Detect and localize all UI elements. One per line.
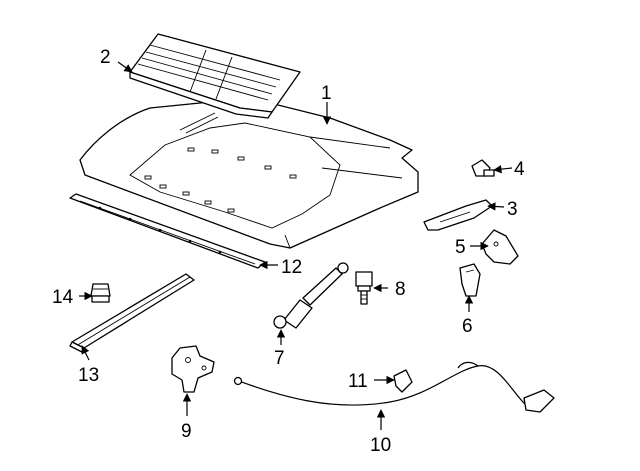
callout-9: 9	[181, 421, 192, 442]
bracket	[423, 199, 493, 231]
callout-3: 3	[507, 199, 518, 220]
leader-13	[81, 345, 90, 361]
release-cable	[233, 361, 555, 413]
hood-scoop	[129, 33, 301, 119]
callout-1: 1	[321, 83, 332, 104]
callout-4: 4	[514, 159, 525, 180]
leader-lines	[79, 61, 513, 430]
callout-11: 11	[348, 371, 368, 392]
latch-bracket	[459, 263, 481, 297]
leader-3	[487, 202, 505, 211]
callout-10: 10	[370, 435, 391, 456]
leader-2	[117, 61, 133, 73]
hood-latch	[171, 345, 215, 393]
lift-support-strut	[273, 262, 349, 329]
callout-7: 7	[274, 348, 285, 369]
callout-8: 8	[395, 279, 406, 300]
callout-12: 12	[281, 257, 302, 278]
bumper-stop	[90, 283, 111, 303]
hood-panel	[79, 97, 419, 249]
callout-13: 13	[78, 365, 99, 386]
hinge-bracket	[481, 229, 519, 265]
hood-vent-slots	[144, 147, 297, 213]
callout-labels: 2 1 4 3 5 6 12 8 14 7 13 11 9 10	[52, 47, 525, 456]
callout-14: 14	[52, 287, 74, 308]
callout-2: 2	[100, 47, 111, 68]
clip	[471, 159, 495, 177]
callout-5: 5	[455, 237, 466, 258]
callout-6: 6	[462, 316, 473, 337]
leader-4	[493, 164, 513, 174]
cable-clip	[393, 369, 413, 393]
bolt	[355, 271, 373, 305]
weatherstrip-seal	[69, 273, 195, 353]
